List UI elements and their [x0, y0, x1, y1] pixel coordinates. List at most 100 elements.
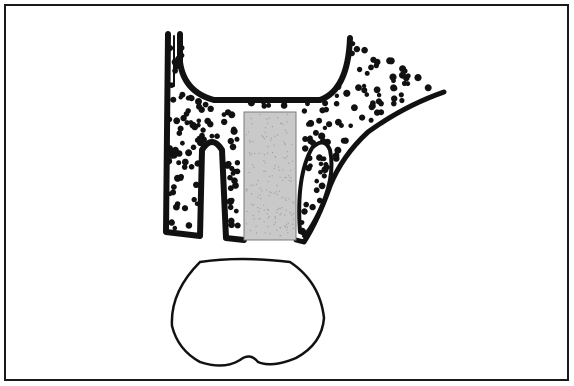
implant-stipple: [285, 198, 286, 199]
implant-stipple: [286, 229, 287, 230]
granule-dot: [176, 160, 181, 165]
implant-stipple: [275, 222, 276, 223]
granule-dot: [189, 164, 195, 170]
implant-stipple: [267, 209, 268, 210]
granule-dot: [235, 137, 240, 142]
implant-stipple: [272, 126, 273, 127]
implant-stipple: [273, 145, 274, 146]
implant-stipple: [274, 224, 275, 225]
implant-stipple: [285, 144, 286, 145]
implant-stipple: [250, 142, 251, 143]
implant-stipple: [270, 140, 271, 141]
granule-dot: [314, 179, 319, 184]
implant-stipple: [282, 197, 283, 198]
granule-dot: [179, 95, 183, 99]
implant-stipple: [291, 181, 292, 182]
granule-dot: [180, 115, 186, 121]
granule-dot: [235, 160, 240, 165]
implant-stipple: [245, 189, 246, 190]
granule-dot: [326, 121, 332, 127]
implant-stipple: [250, 154, 251, 155]
granule-dot: [235, 169, 241, 175]
granule-dot: [414, 74, 421, 81]
granule-dot: [368, 65, 374, 71]
implant-stipple: [265, 127, 266, 128]
granule-dot: [425, 84, 432, 91]
implant-stipple: [293, 219, 294, 220]
implant-stipple: [276, 212, 277, 213]
implant-stipple: [280, 227, 281, 228]
implant-stipple: [263, 136, 264, 137]
implant-stipple: [285, 158, 286, 159]
implant-stipple: [287, 114, 288, 115]
implant-stipple: [246, 223, 247, 224]
implant-stipple: [285, 177, 286, 178]
implant-stipple: [256, 232, 257, 233]
granule-dot: [231, 127, 237, 133]
implant-stipple: [279, 191, 280, 192]
granule-dot: [301, 208, 307, 214]
implant-stipple: [268, 217, 269, 218]
implant-stipple: [267, 153, 268, 154]
implant-stipple: [272, 175, 273, 176]
granule-dot: [406, 73, 411, 78]
implant-stipple: [268, 210, 269, 211]
granule-dot: [339, 123, 344, 128]
granule-dot: [335, 94, 339, 98]
granule-dot: [365, 92, 370, 97]
implant-stipple: [290, 170, 291, 171]
implant-stipple: [248, 131, 249, 132]
implant-stipple: [258, 180, 259, 181]
implant-stipple: [264, 154, 265, 155]
implant-stipple: [266, 190, 267, 191]
implant-stipple: [269, 216, 270, 217]
implant-stipple: [280, 208, 281, 209]
granule-dot: [222, 112, 227, 117]
implant-stipple: [259, 218, 260, 219]
implant-stipple: [280, 213, 281, 214]
granule-dot: [309, 204, 315, 210]
implant-stipple: [267, 213, 268, 214]
implant-stipple: [268, 118, 269, 119]
implant-stipple: [250, 230, 251, 231]
granule-dot: [182, 159, 189, 166]
implant-stipple: [287, 156, 288, 157]
granule-dot: [318, 133, 325, 140]
implant-stipple: [251, 185, 252, 186]
implant-stipple: [268, 181, 269, 182]
granule-dot: [177, 130, 183, 136]
granule-dot: [399, 72, 406, 79]
implant-stipple: [283, 157, 284, 158]
granule-dot: [302, 145, 308, 151]
implant-stipple: [284, 143, 285, 144]
granule-dot: [334, 101, 340, 107]
implant-stipple: [282, 169, 283, 170]
implant-stipple: [292, 161, 293, 162]
implant-stipple: [279, 177, 280, 178]
implant-stipple: [287, 151, 288, 152]
granule-dot: [204, 118, 211, 125]
implant-stipple: [252, 184, 253, 185]
granule-dot: [365, 71, 370, 76]
implant-stipple: [269, 191, 270, 192]
implant-stipple: [265, 171, 266, 172]
implant-stipple: [271, 192, 272, 193]
implant-stipple: [288, 223, 289, 224]
granule-dot: [343, 90, 350, 97]
granule-dot: [374, 86, 381, 93]
implant-stipple: [287, 232, 288, 233]
implant-stipple: [274, 193, 275, 194]
granule-dot: [228, 138, 234, 144]
granule-dot: [388, 57, 395, 64]
implant-stipple: [287, 227, 288, 228]
implant-stipple: [270, 233, 271, 234]
granule-dot: [186, 222, 193, 229]
granule-dot: [333, 155, 340, 162]
implant-stipple: [285, 130, 286, 131]
implant-stipple: [249, 152, 250, 153]
granule-dot: [322, 156, 327, 161]
granule-dot: [175, 201, 181, 207]
granule-dot: [376, 98, 382, 104]
